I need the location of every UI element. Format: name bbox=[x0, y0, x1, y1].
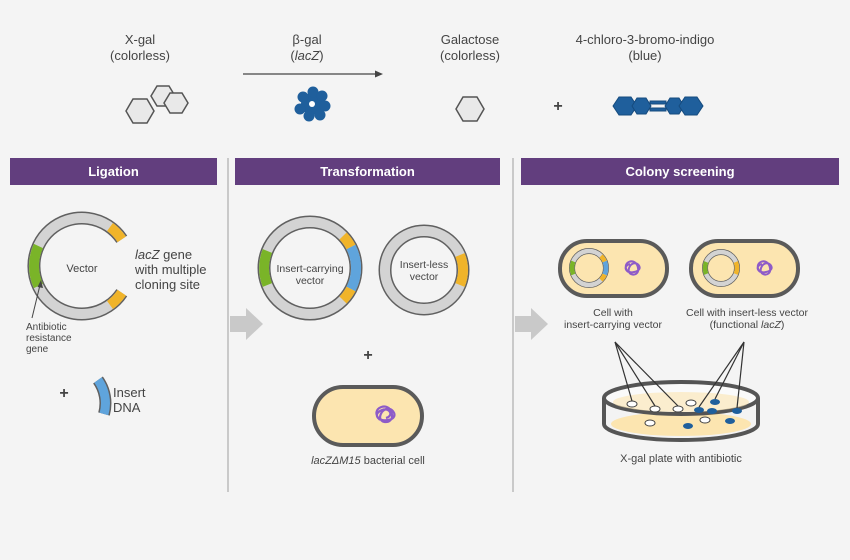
colony-white bbox=[626, 399, 711, 427]
hexagon-icon bbox=[455, 96, 485, 122]
insert-carrying-vector-label: Insert-carrying vector bbox=[276, 263, 344, 287]
indigo-label: 4-chloro-3-bromo-indigo(blue) bbox=[575, 32, 715, 63]
insert-dna-label: Insert DNA bbox=[113, 385, 146, 415]
divider-1 bbox=[227, 158, 229, 492]
indigo-molecule-icon bbox=[612, 96, 704, 116]
header-transformation: Transformation bbox=[235, 158, 500, 185]
galactose-label: Galactose(colorless) bbox=[440, 32, 500, 63]
divider-2 bbox=[512, 158, 514, 492]
plasmid-icon bbox=[27, 211, 128, 321]
colony-pointer-lines bbox=[614, 341, 745, 409]
plate-label: X-gal plate with antibiotic bbox=[620, 453, 742, 465]
xgal-label: X-gal(colorless) bbox=[110, 32, 170, 63]
hexagon-icon bbox=[125, 85, 189, 124]
plasmid-icon bbox=[378, 224, 470, 316]
enzyme-blob-icon bbox=[294, 86, 331, 122]
arrow-right-icon bbox=[230, 308, 263, 340]
reaction-graphics bbox=[125, 70, 704, 124]
bacterial-cell-label: lacZΔM15 bacterial cell bbox=[311, 455, 425, 467]
reaction-plus: + bbox=[553, 98, 563, 115]
insert-dna-icon bbox=[92, 376, 112, 416]
vector-label: Vector bbox=[66, 263, 98, 275]
arrow-right-icon bbox=[243, 70, 383, 78]
bacterial-cell-icon bbox=[312, 385, 424, 447]
beta-gal-label: β-gal(lacZ) bbox=[290, 32, 324, 63]
bacterial-cell-icon bbox=[558, 239, 669, 298]
lacz-gene-label: lacZ gene with multiple cloning site bbox=[135, 247, 207, 292]
header-colony-screening: Colony screening bbox=[521, 158, 839, 185]
header-ligation: Ligation bbox=[10, 158, 217, 185]
petri-dish-icon bbox=[602, 380, 760, 442]
insert-less-vector-label: Insert-less vector bbox=[399, 259, 449, 283]
transformation-plus: + bbox=[363, 347, 373, 364]
ligation-plus: + bbox=[59, 385, 69, 402]
cell-insert-carrying-label: Cell with insert-carrying vector bbox=[563, 307, 663, 331]
plasmid-icon bbox=[257, 215, 363, 321]
arrow-right-icon bbox=[515, 308, 548, 340]
colony-blue bbox=[683, 399, 742, 429]
antibiotic-label: Antibiotic resistance gene bbox=[26, 322, 72, 355]
bacterial-cell-icon bbox=[689, 239, 800, 298]
cell-insert-less-label: Cell with insert-less vector (functional… bbox=[686, 307, 808, 331]
